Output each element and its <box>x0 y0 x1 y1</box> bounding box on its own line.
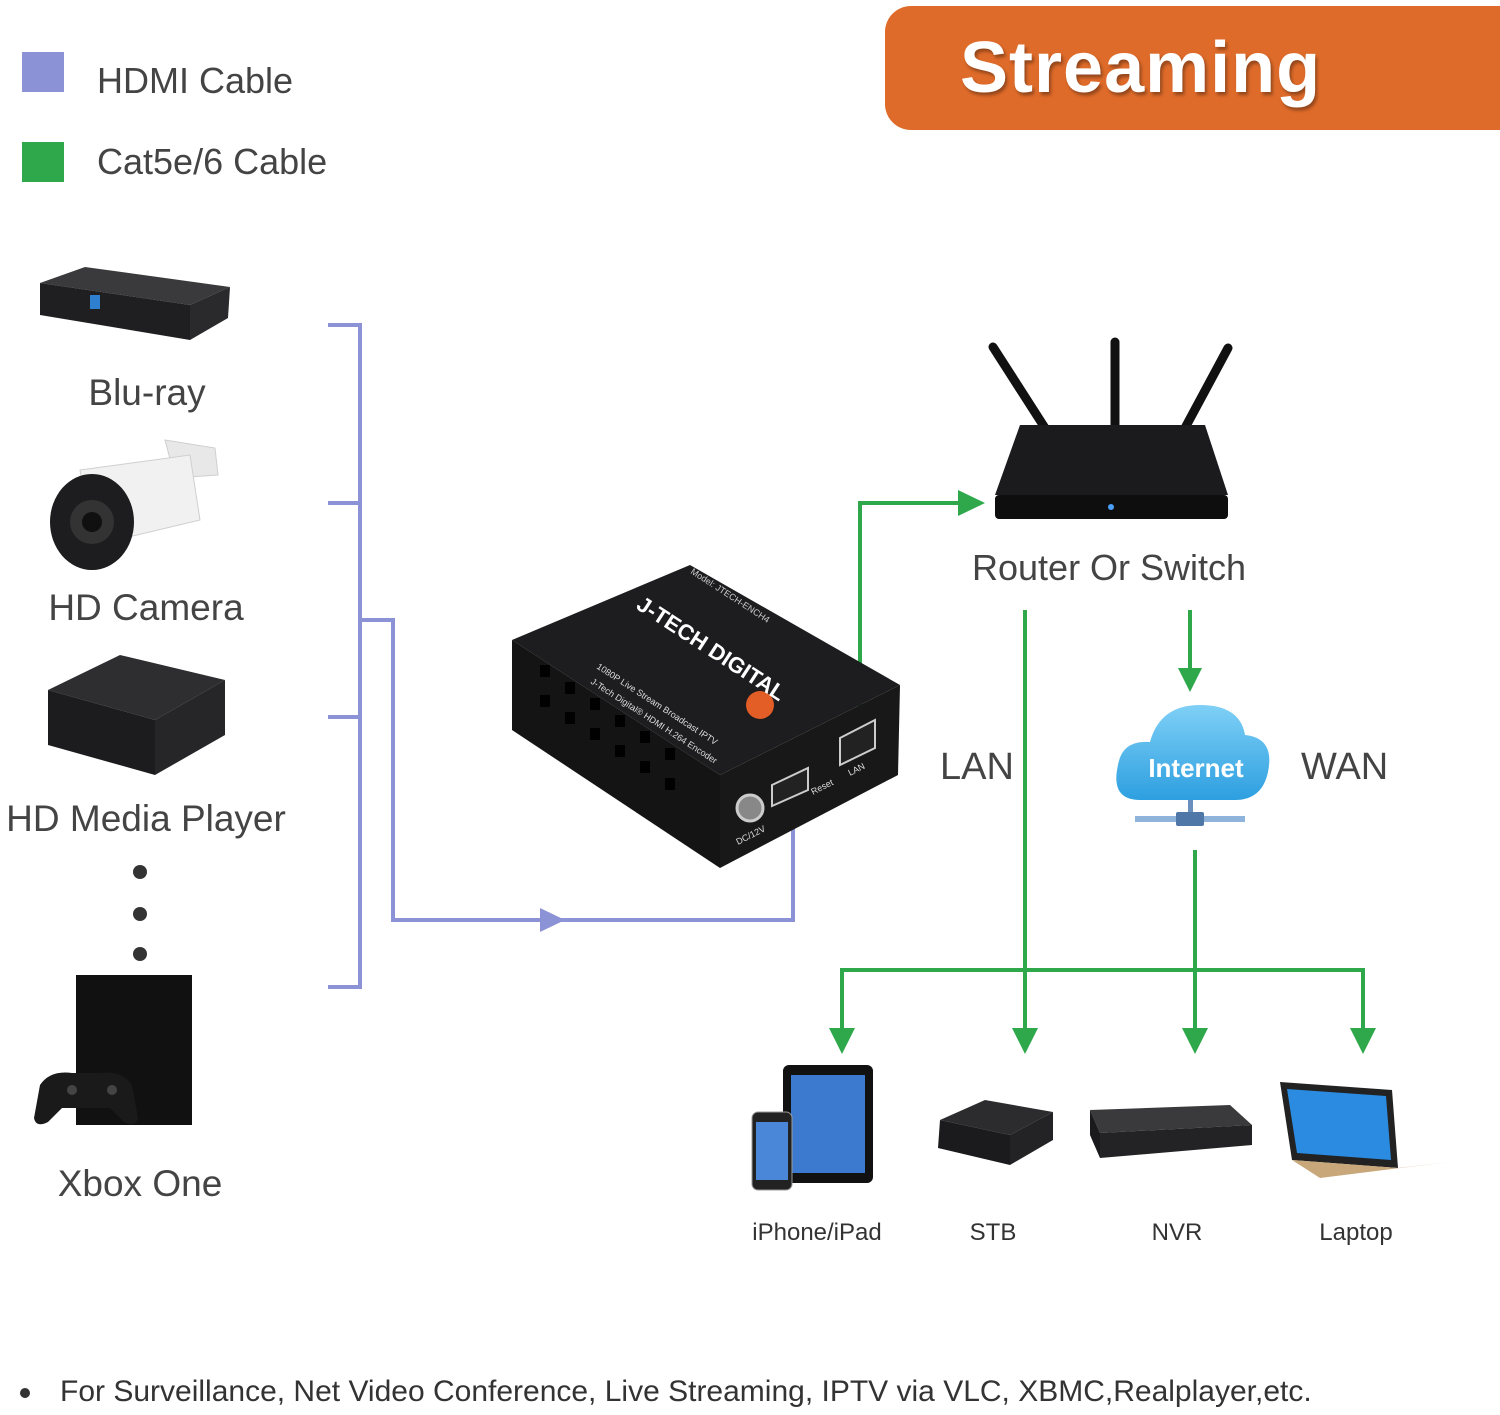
arrow-stb <box>1012 1028 1038 1054</box>
footer-text: For Surveillance, Net Video Conference, … <box>60 1375 1312 1408</box>
set-top-box-icon <box>938 1100 1053 1165</box>
router-arrow <box>958 490 985 516</box>
hdmi-legend-swatch <box>22 52 64 92</box>
laptop-icon <box>1280 1082 1448 1178</box>
arrow-laptop <box>1350 1028 1376 1054</box>
source-label-xbox: Xbox One <box>57 1163 223 1204</box>
internet-arrow <box>1178 668 1202 692</box>
arrow-nvr <box>1182 1028 1208 1054</box>
lan-cable-to-router <box>858 501 960 735</box>
lan-label: LAN <box>940 746 1014 788</box>
bullet-icon <box>20 1388 30 1399</box>
router-icon <box>988 337 1233 519</box>
encoder-box: J-TECH DIGITAL Model: JTECH-ENCH4 J-Tech… <box>512 565 900 868</box>
cat-legend-swatch <box>22 142 64 182</box>
hdmi-bracket <box>328 323 795 989</box>
tablet-phone-icon <box>751 1065 873 1191</box>
arrow-iphone <box>829 1028 855 1054</box>
distribution-bar <box>840 968 1365 1030</box>
device-label-iphone: iPhone/iPad <box>752 1219 882 1246</box>
media-player-icon <box>48 655 225 775</box>
footer-note: For Surveillance, Net Video Conference, … <box>20 1375 1312 1409</box>
wan-label: WAN <box>1301 746 1389 788</box>
nvr-recorder-icon <box>1090 1105 1252 1158</box>
device-label-nvr: NVR <box>1151 1219 1203 1246</box>
router-label: Router Or Switch <box>972 547 1247 588</box>
source-label-bluray: Blu-ray <box>88 372 206 413</box>
device-label-stb: STB <box>969 1219 1017 1246</box>
cat-legend-label: Cat5e/6 Cable <box>97 141 328 182</box>
ellipsis-dot <box>133 907 147 921</box>
source-label-camera: HD Camera <box>48 587 244 628</box>
hdmi-arrow-right <box>540 908 565 932</box>
banner-title: Streaming <box>960 28 1322 108</box>
bluray-player-icon <box>40 267 230 340</box>
security-camera-icon <box>50 439 219 570</box>
internet-cloud-icon: Internet <box>1116 705 1270 826</box>
internet-label: Internet <box>1148 753 1244 783</box>
ellipsis-dot <box>133 947 147 961</box>
ellipsis-dot <box>133 865 147 879</box>
device-label-laptop: Laptop <box>1319 1219 1393 1246</box>
source-label-media-player: HD Media Player <box>6 798 286 839</box>
streaming-banner: Streaming <box>885 6 1500 130</box>
hdmi-legend-label: HDMI Cable <box>97 60 294 101</box>
xbox-console-icon <box>34 975 192 1125</box>
